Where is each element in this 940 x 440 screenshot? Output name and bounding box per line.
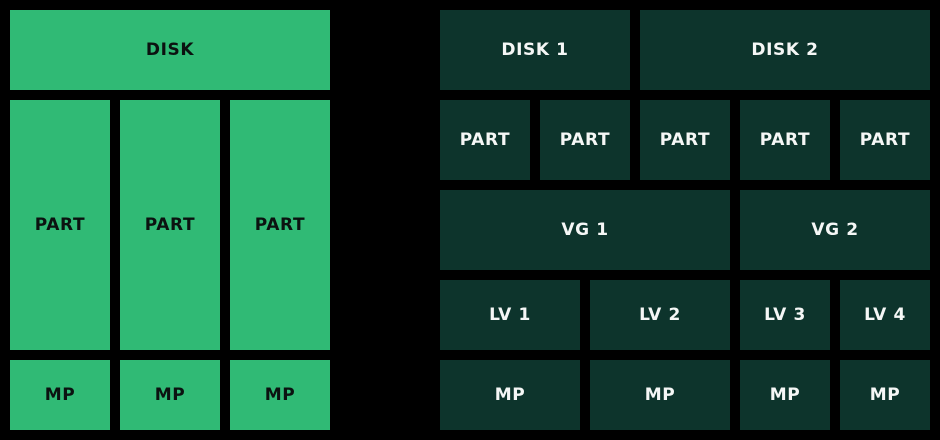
volume-group-block: VG 1 — [440, 190, 730, 270]
logical-volume-block: LV 1 — [440, 280, 580, 350]
partition-block: PART — [10, 100, 110, 350]
mount-point-block: MP — [10, 360, 110, 430]
mount-point-block: MP — [590, 360, 730, 430]
partition-block: PART — [120, 100, 220, 350]
disk-block: DISK 1 — [440, 10, 630, 90]
partition-block: PART — [840, 100, 930, 180]
partition-block: PART — [230, 100, 330, 350]
volume-group-block: VG 2 — [740, 190, 930, 270]
partition-block: PART — [640, 100, 730, 180]
partition-block: PART — [740, 100, 830, 180]
disk-block: DISK — [10, 10, 330, 90]
partition-block: PART — [540, 100, 630, 180]
mount-point-block: MP — [840, 360, 930, 430]
partition-block: PART — [440, 100, 530, 180]
logical-volume-block: LV 4 — [840, 280, 930, 350]
mount-point-block: MP — [440, 360, 580, 430]
mount-point-block: MP — [740, 360, 830, 430]
mount-point-block: MP — [230, 360, 330, 430]
logical-volume-block: LV 3 — [740, 280, 830, 350]
logical-volume-block: LV 2 — [590, 280, 730, 350]
disk-block: DISK 2 — [640, 10, 930, 90]
mount-point-block: MP — [120, 360, 220, 430]
